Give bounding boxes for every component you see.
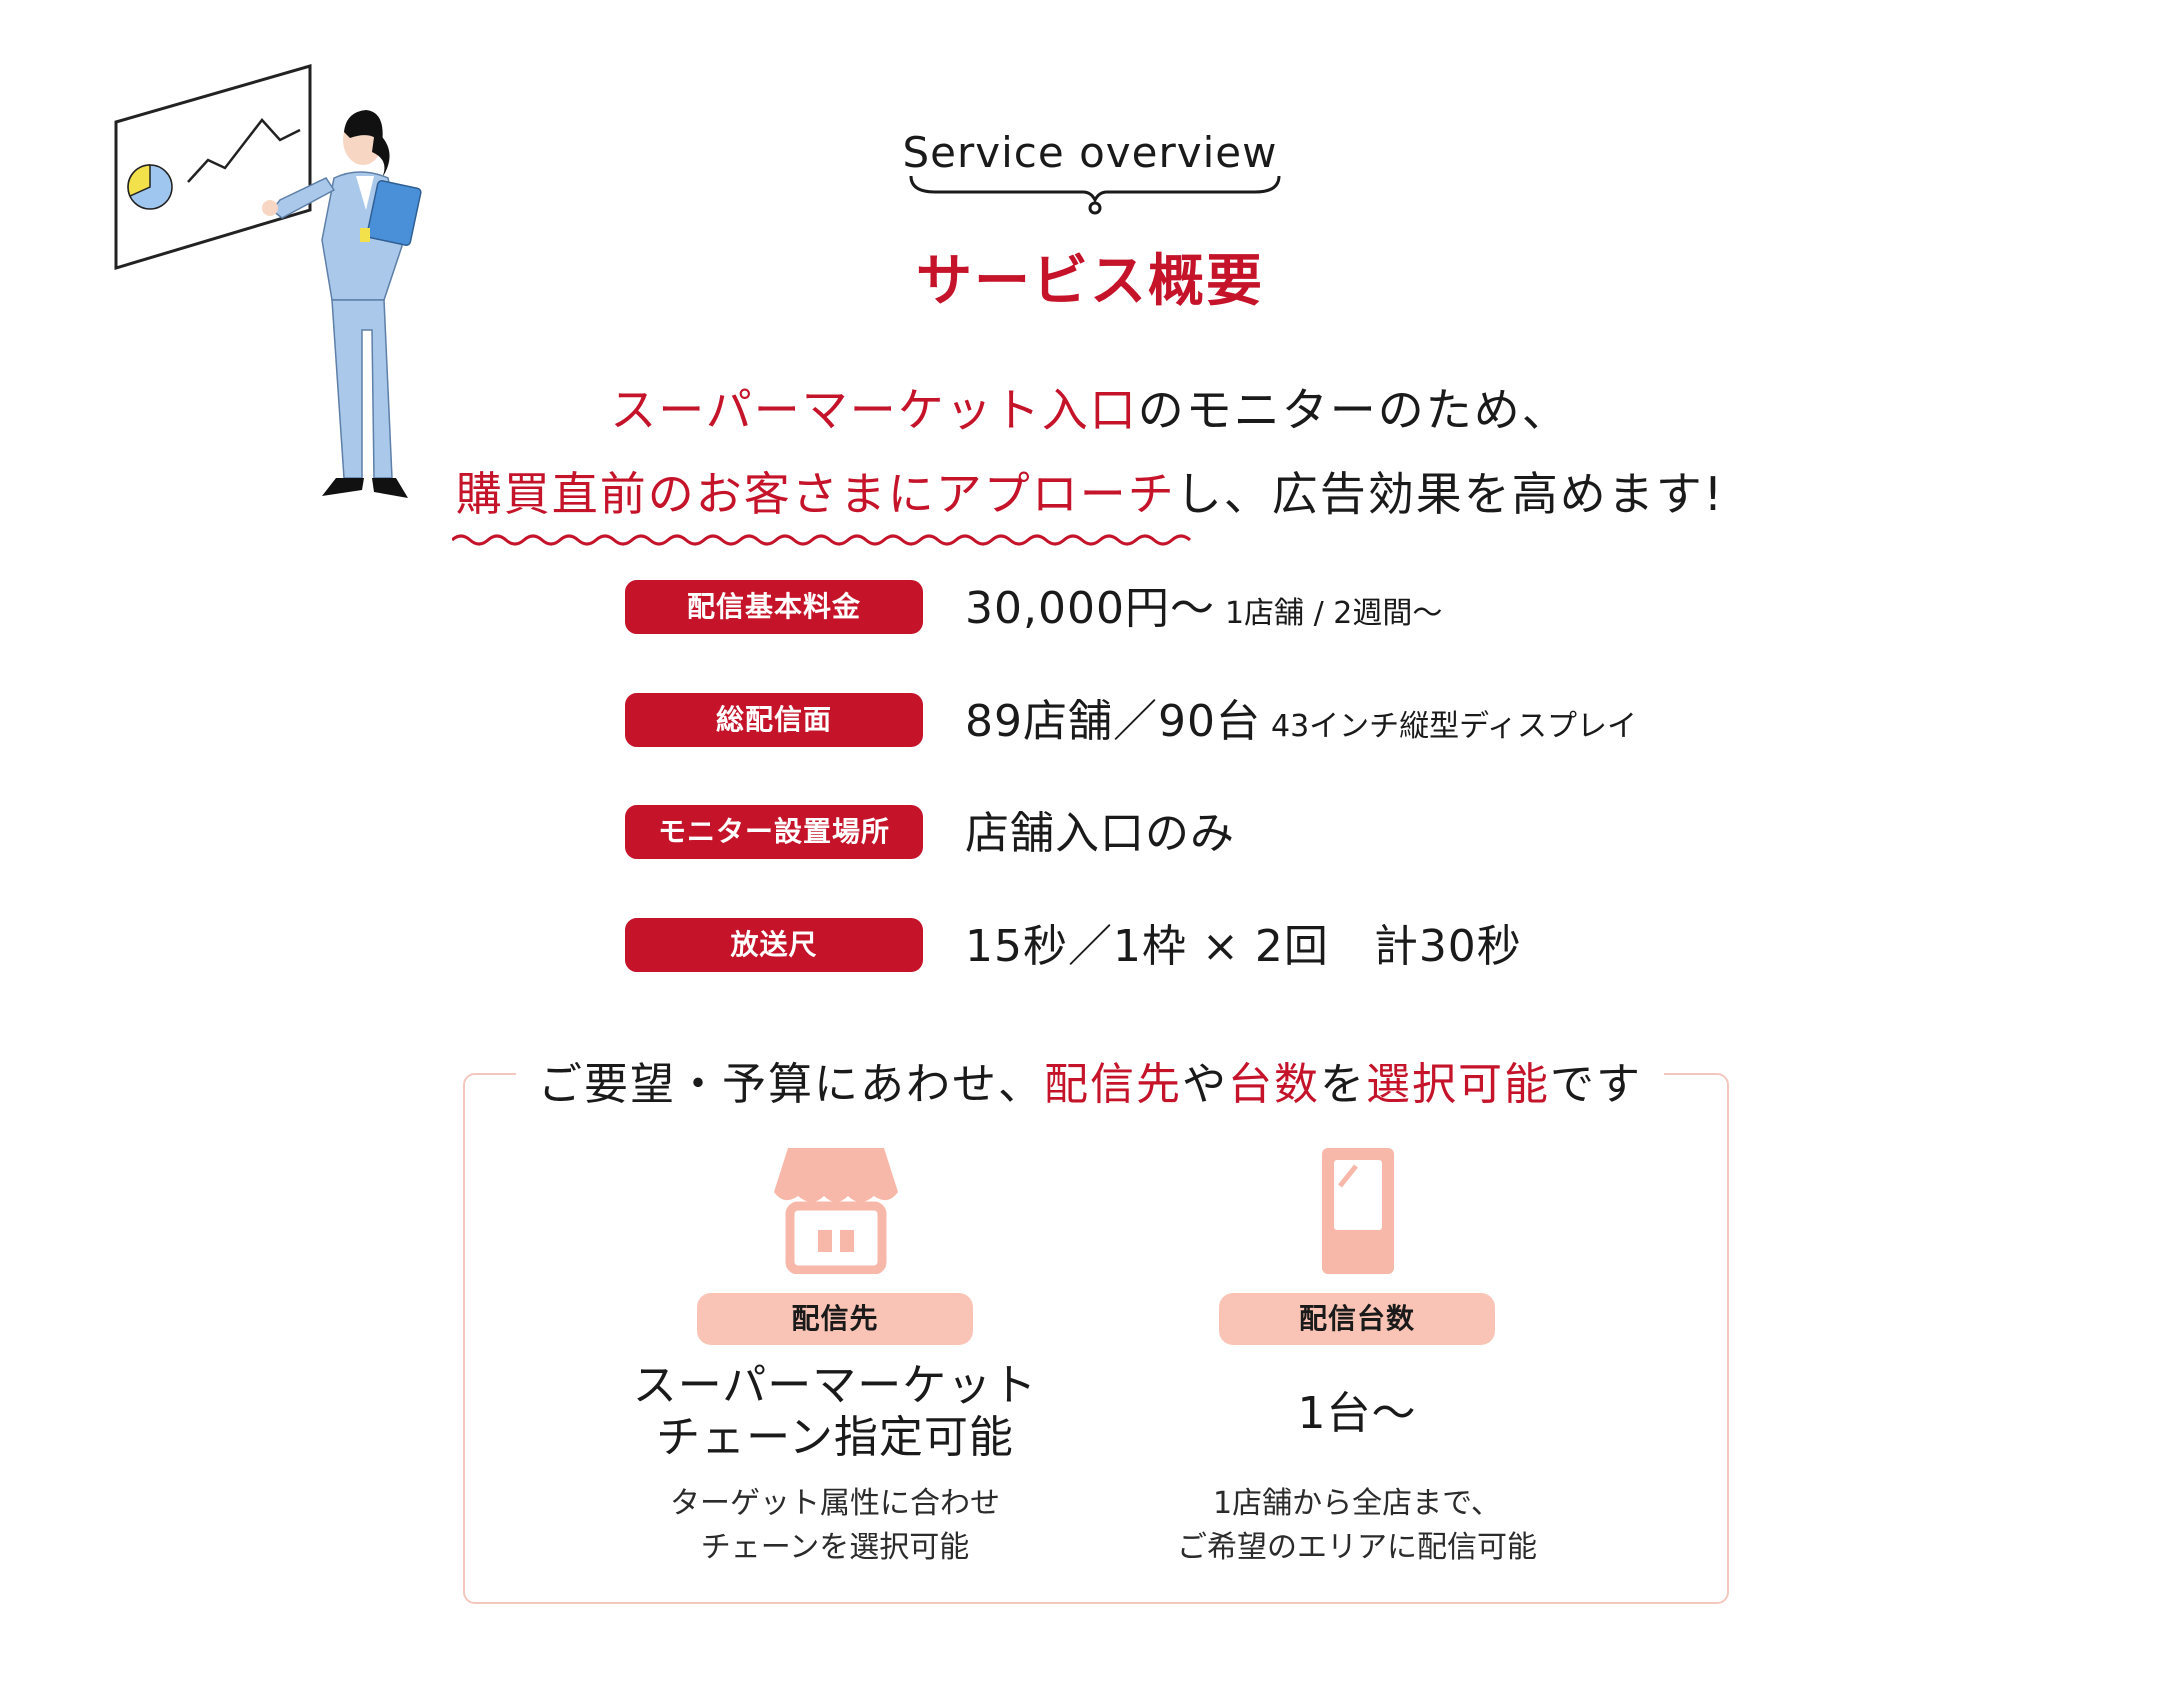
- spec-value: 89店舗／90台: [965, 696, 1261, 747]
- spec-row-location: モニター設置場所 店舗入口のみ: [625, 805, 1825, 861]
- lead-line-1: スーパーマーケット入口のモニターのため、: [0, 374, 2180, 440]
- spec-row-duration: 放送尺 15秒／1枠 × 2回 計30秒: [625, 918, 1825, 974]
- line-graph-icon: [187, 118, 301, 183]
- spec-note: 1店舗 / 2週間〜: [1224, 596, 1443, 631]
- clipboard-icon: [366, 180, 422, 246]
- spec-label: 総配信面: [625, 693, 923, 747]
- spec-note: 43インチ縦型ディスプレイ: [1270, 709, 1638, 744]
- presenter-illustration: [114, 64, 422, 498]
- option-label-destination: 配信先: [697, 1293, 973, 1345]
- section-eyebrow: Service overview: [902, 128, 1278, 177]
- lead-highlight-1: スーパーマーケット入口: [610, 383, 1138, 437]
- option-title-count: 1台〜: [1297, 1388, 1417, 1439]
- spec-label: 配信基本料金: [625, 580, 923, 634]
- page-title: サービス概要: [916, 249, 1264, 314]
- spec-value: 店舗入口のみ: [965, 808, 1235, 859]
- spec-row-price: 配信基本料金 30,000円〜 1店舗 / 2週間〜: [625, 580, 1825, 636]
- spec-label: 放送尺: [625, 918, 923, 972]
- lead-highlight-2: 購買直前のお客さまにアプローチ: [455, 467, 1176, 521]
- chart-board: [114, 64, 312, 271]
- speech-underline-decoration: [909, 175, 1281, 215]
- lead-line-2: 購買直前のお客さまにアプローチし、広告効果を高めます!: [0, 458, 2180, 546]
- option-desc-count: 1店舗から全店まで、 ご希望のエリアに配信可能: [1177, 1486, 1537, 1565]
- option-desc-destination: ターゲット属性に合わせ チェーンを選択可能: [670, 1486, 1000, 1565]
- lead-text-1: のモニターのため、: [1137, 383, 1570, 437]
- lead-text-2: し、広告効果を高めます!: [1175, 467, 1725, 521]
- option-title-destination: スーパーマーケット チェーン指定可能: [632, 1360, 1038, 1463]
- display-icon: [1322, 1148, 1394, 1274]
- options-heading: ご要望・予算にあわせ、配信先や台数を選択可能です: [0, 1048, 2180, 1112]
- spec-row-screens: 総配信面 89店舗／90台 43インチ縦型ディスプレイ: [625, 693, 1825, 749]
- store-icon: [774, 1148, 898, 1274]
- option-label-count: 配信台数: [1219, 1293, 1495, 1345]
- spec-label: モニター設置場所: [625, 805, 923, 859]
- spec-value: 30,000円〜: [965, 583, 1215, 634]
- wavy-underline: [451, 534, 1191, 546]
- spec-value: 15秒／1枠 × 2回 計30秒: [965, 921, 1522, 972]
